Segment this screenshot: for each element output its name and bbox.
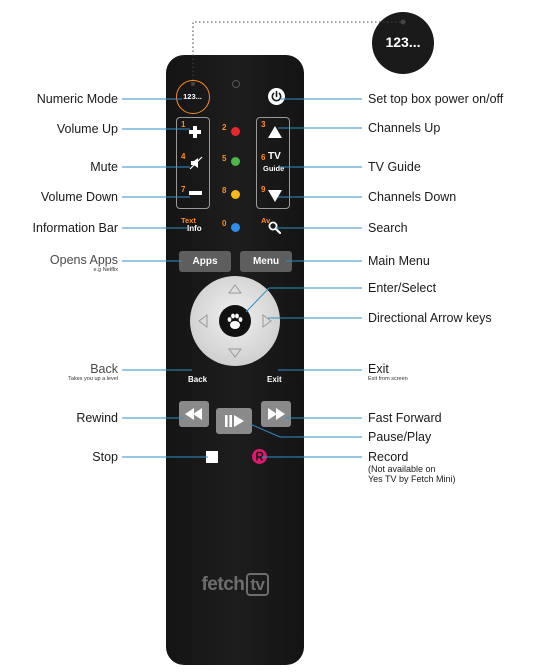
label-volume-up: Volume Up: [56, 122, 118, 136]
label-record-line3: Yes TV by Fetch Mini): [368, 474, 456, 484]
arrow-left-icon: [198, 314, 208, 328]
label-main-menu: Main Menu: [368, 254, 430, 268]
info-button[interactable]: Info: [187, 224, 202, 233]
pause-play-icon: [225, 415, 244, 427]
key-3-digit: 3: [261, 120, 266, 129]
label-pause-play: Pause/Play: [368, 430, 432, 444]
volume-up-icon[interactable]: [188, 125, 202, 139]
pause-play-button[interactable]: [216, 408, 252, 434]
channel-up-icon[interactable]: [267, 125, 283, 139]
popout-text: 123...: [385, 34, 421, 50]
arrow-down-icon: [228, 348, 242, 358]
label-power: Set top box power on/off: [368, 92, 504, 106]
power-icon: [271, 90, 282, 102]
label-information-bar: Information Bar: [32, 221, 118, 235]
key-7-digit: 7: [181, 185, 186, 194]
yellow-button[interactable]: [231, 190, 240, 199]
arrow-up-icon: [228, 284, 242, 294]
key-9-digit: 9: [261, 185, 266, 194]
channel-down-icon[interactable]: [267, 189, 283, 203]
label-opens-apps-sub: e.g Netflix: [93, 267, 118, 273]
key-2-digit: 2: [222, 123, 227, 132]
exit-button[interactable]: Exit: [267, 375, 282, 384]
blue-button[interactable]: [231, 223, 240, 232]
rewind-button[interactable]: [179, 401, 209, 427]
key-0-digit: 0: [222, 219, 227, 228]
apps-button-label: Apps: [192, 256, 218, 267]
key-8-digit: 8: [222, 186, 227, 195]
mute-icon[interactable]: [189, 156, 203, 170]
apps-button[interactable]: Apps: [179, 251, 231, 272]
paw-icon: [227, 313, 243, 329]
fast-forward-button[interactable]: [261, 401, 291, 427]
key-6-digit: 6: [261, 153, 266, 162]
label-back-sub: Takes you up a level: [68, 376, 118, 382]
volume-rocker: [176, 117, 210, 209]
menu-button[interactable]: Menu: [240, 251, 292, 272]
numeric-mode-button-label: 123...: [183, 92, 202, 101]
label-numeric-mode: Numeric Mode: [36, 92, 118, 106]
rewind-icon: [185, 408, 202, 420]
numeric-mode-button[interactable]: 123...: [176, 80, 210, 114]
key-5-digit: 5: [222, 154, 227, 163]
label-exit-sub: Exit from screen: [368, 376, 408, 382]
label-search: Search: [368, 221, 408, 235]
guide-label[interactable]: Guide: [263, 164, 285, 173]
enter-select-button[interactable]: [219, 305, 251, 337]
label-mute: Mute: [90, 160, 118, 174]
menu-button-label: Menu: [252, 256, 280, 267]
search-icon[interactable]: [268, 221, 281, 234]
key-4-digit: 4: [181, 152, 186, 161]
av-label: Av: [261, 216, 271, 225]
label-enter-select: Enter/Select: [368, 281, 437, 295]
logo-fetch: fetch: [201, 574, 245, 595]
stop-button[interactable]: [206, 451, 218, 463]
text-label: Text: [181, 216, 196, 225]
dpad-arrows: [198, 284, 272, 358]
fast-forward-icon: [268, 408, 285, 420]
label-channels-down: Channels Down: [368, 190, 457, 204]
label-tv-guide: TV Guide: [368, 160, 421, 174]
label-record-line2: (Not available on: [368, 464, 436, 474]
volume-down-icon[interactable]: [189, 190, 202, 196]
label-volume-down: Volume Down: [40, 190, 118, 204]
green-button[interactable]: [231, 157, 240, 166]
label-rewind: Rewind: [76, 411, 118, 425]
key-1-digit: 1: [181, 120, 186, 129]
record-icon: [256, 451, 264, 462]
tv-label[interactable]: TV: [268, 151, 281, 162]
arrow-right-icon: [262, 314, 272, 328]
label-fast-forward: Fast Forward: [368, 411, 442, 425]
power-button[interactable]: [268, 88, 285, 105]
label-stop: Stop: [92, 450, 118, 464]
label-directional: Directional Arrow keys: [368, 311, 492, 325]
logo-tv: tv: [246, 573, 269, 596]
channel-rocker: [256, 117, 290, 209]
record-button[interactable]: [252, 449, 267, 464]
back-button[interactable]: Back: [188, 375, 208, 384]
ir-sensor: [232, 80, 240, 88]
label-record: Record (Not available on Yes TV by Fetch…: [368, 450, 456, 484]
red-button[interactable]: [231, 127, 240, 136]
label-channels-up: Channels Up: [368, 121, 441, 135]
